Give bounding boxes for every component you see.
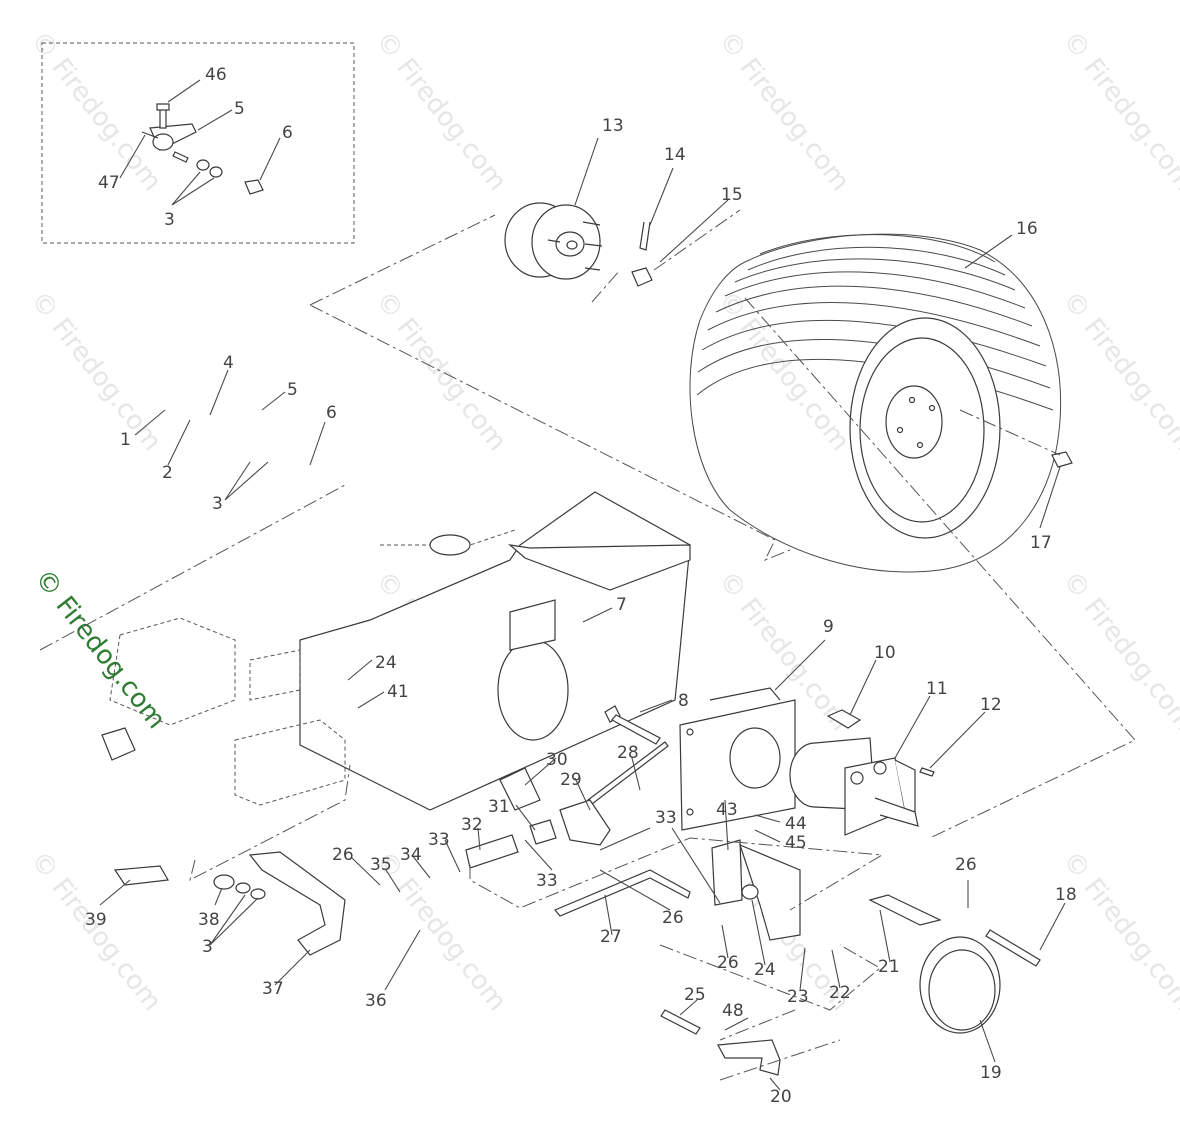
long-bolt <box>604 705 661 745</box>
bracket-assembly <box>465 767 611 869</box>
callout-5: 5 <box>287 380 298 400</box>
callout-6: 6 <box>326 403 337 423</box>
castle-nut <box>631 267 653 287</box>
inset-arm-assembly <box>141 103 264 195</box>
callout-17: 17 <box>1030 533 1052 553</box>
callout-38: 38 <box>198 910 220 930</box>
callout-7: 7 <box>616 595 627 615</box>
callout-33: 33 <box>428 830 450 850</box>
callout-3: 3 <box>212 494 223 514</box>
watermark: © Firedog.com <box>1056 846 1180 1017</box>
inset-box <box>41 42 355 244</box>
outline-axle <box>591 209 1061 456</box>
callout-6: 6 <box>282 123 293 143</box>
callout-43: 43 <box>716 800 738 820</box>
mounting-bolt <box>826 709 862 729</box>
callout-29: 29 <box>560 770 582 790</box>
callout-5: 5 <box>234 99 245 119</box>
callout-14: 14 <box>664 145 686 165</box>
brake-rod <box>868 894 942 926</box>
watermark: © Firedog.com <box>712 286 855 457</box>
callout-22: 22 <box>829 983 851 1003</box>
callout-31: 31 <box>488 797 510 817</box>
callout-25: 25 <box>684 985 706 1005</box>
callout-15: 15 <box>721 185 743 205</box>
callout-26: 26 <box>662 908 684 928</box>
callout-26: 26 <box>955 855 977 875</box>
callout-37: 37 <box>262 979 284 999</box>
brake-pedal <box>113 851 346 956</box>
callout-46: 46 <box>205 65 227 85</box>
band-bolt <box>985 929 1041 967</box>
callout-41: 41 <box>387 682 409 702</box>
callout-13: 13 <box>602 116 624 136</box>
callout-33: 33 <box>536 871 558 891</box>
watermark: © Firedog.com <box>369 286 512 457</box>
watermark: © Firedog.com <box>1056 26 1180 197</box>
callout-4: 4 <box>223 353 234 373</box>
callout-3: 3 <box>202 937 213 957</box>
band-handle <box>717 1039 781 1076</box>
cotter-pin <box>639 221 651 251</box>
callout-34: 34 <box>400 845 422 865</box>
wheel-hub <box>504 202 603 280</box>
engine-mount-bracket <box>679 687 796 831</box>
callout-2: 2 <box>162 463 173 483</box>
watermark: © Firedog.com <box>1056 286 1180 457</box>
callout-36: 36 <box>365 991 387 1011</box>
callout-11: 11 <box>926 679 948 699</box>
watermark: © Firedog.com <box>24 286 167 457</box>
callout-labels: 46 5 6 47 3 13 14 15 16 4 5 6 1 2 3 17 7… <box>85 65 1077 1107</box>
outline-main <box>309 214 1136 839</box>
callout-35: 35 <box>370 855 392 875</box>
key <box>919 767 935 777</box>
callout-1: 1 <box>120 430 131 450</box>
callout-18: 18 <box>1055 885 1077 905</box>
callout-12: 12 <box>980 695 1002 715</box>
main-watermark: © Firedog.com <box>28 564 171 735</box>
brake-band-inner <box>928 949 996 1031</box>
callout-44: 44 <box>785 814 807 834</box>
lug-nut <box>1051 451 1073 468</box>
outline-left <box>39 484 346 651</box>
callout-24: 24 <box>375 653 397 673</box>
callout-26: 26 <box>717 953 739 973</box>
leader-lines <box>99 79 1066 1091</box>
watermark: © Firedog.com <box>1056 566 1180 737</box>
band-bolt-25 <box>660 1009 701 1035</box>
callout-10: 10 <box>874 643 896 663</box>
watermark: © Firedog.com <box>369 26 512 197</box>
callout-20: 20 <box>770 1087 792 1107</box>
callout-33: 33 <box>655 808 677 828</box>
callout-23: 23 <box>787 987 809 1007</box>
callout-32: 32 <box>461 815 483 835</box>
tire <box>689 233 1062 573</box>
callout-24: 24 <box>754 960 776 980</box>
callout-19: 19 <box>980 1063 1002 1083</box>
watermark: © Firedog.com <box>24 26 167 197</box>
callout-9: 9 <box>823 617 834 637</box>
outline-lower <box>189 764 884 1081</box>
left-bracket <box>101 617 346 806</box>
callout-26: 26 <box>332 845 354 865</box>
callout-3: 3 <box>164 210 175 230</box>
callout-8: 8 <box>678 691 689 711</box>
watermark: © Firedog.com <box>712 26 855 197</box>
callout-45: 45 <box>785 833 807 853</box>
callout-48: 48 <box>722 1001 744 1021</box>
linkage-rod <box>554 869 691 917</box>
frame <box>299 491 691 811</box>
callout-28: 28 <box>617 743 639 763</box>
callout-39: 39 <box>85 910 107 930</box>
callout-30: 30 <box>546 750 568 770</box>
callout-27: 27 <box>600 927 622 947</box>
brake-bracket <box>711 839 801 941</box>
hydraulic-motor <box>789 737 919 836</box>
callout-16: 16 <box>1016 219 1038 239</box>
callout-47: 47 <box>98 173 120 193</box>
callout-21: 21 <box>878 957 900 977</box>
